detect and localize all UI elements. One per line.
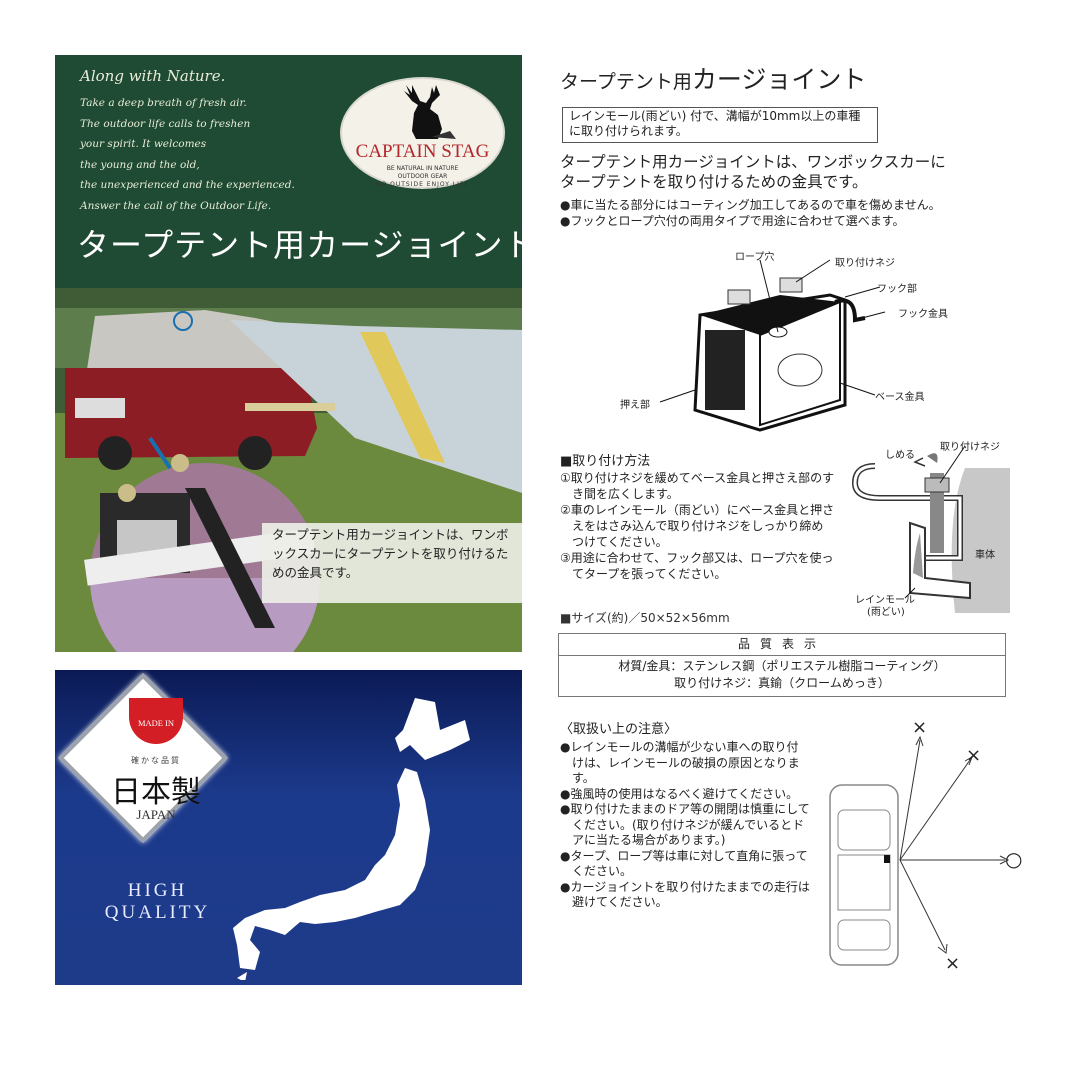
ok-mark: ○ [1005,847,1023,871]
label-rain-gutter: (雨どい) [867,607,905,618]
quality-line: 取り付けネジ：真鍮（クロームめっき） [674,676,890,690]
quality-heading: 品質表示 [559,634,1005,656]
page-title: タープテント用カージョイント [560,60,866,96]
install-step: ①取り付けネジを緩めてベース金具と押さえ部のすき間を広くします。 [560,471,835,501]
intro-line: タープテントを取り付けるための金具です。 [560,173,868,191]
product-diagram: ロープ穴 取り付けネジ フック部 フック金具 ベース金具 押え部 [600,240,980,440]
install-step: ②車のレインモール（雨どい）にベース金具と押さえをはさみ込んで取り付けネジをしっ… [560,503,835,549]
feature-item: ●車に当たる部分にはコーティング加工してあるので車を傷めません。 [560,198,941,212]
caution-item: ●取り付けたままのドア等の開閉は慎重にしてください。(取り付けネジが緩んでいると… [560,802,810,847]
install-heading: ■取り付け方法 [560,454,651,469]
logo-sub: OUTDOOR GEAR [397,173,448,180]
poem-line: Answer the call of the Outdoor Life. [80,199,272,212]
logo-arc-text: GO OUTSIDE ENJOY LIFE [375,181,470,188]
caution-item: ●レインモールの溝幅が少ない車への取り付けは、レインモールの破損の原因となります… [560,740,800,785]
made-in-japan-banner: MADE IN 確かな品質 日本製 JAPAN HIGH QUALITY [55,670,522,985]
feature-item: ●フックとロープ穴付の両用タイプで用途に合わせて選べます。 [560,214,905,228]
caution-heading: 〈取扱い上の注意〉 [560,722,678,737]
ng-mark: × [945,953,961,974]
label-base: ベース金具 [875,392,925,403]
banner-title: タープテント用カージョイント [77,226,522,264]
car-top-view-illustration [829,735,1010,966]
label-rain-mould: レインモール [855,595,915,606]
captain-stag-logo: CAPTAIN STAG BE NATURAL IN NATURE OUTDOO… [340,77,505,189]
label-presser: 押え部 [620,400,650,411]
title-small: タープテント用 [560,71,692,93]
rising-sun-icon [129,698,183,744]
cross-section-illustration [851,445,1010,613]
quality-table: 品質表示 材質/金具：ステンレス鋼（ポリエステル樹脂コーティング） 取り付けネジ… [558,633,1006,697]
intro-text: タープテント用カージョイントは、ワンボックスカーに タープテントを取り付けるため… [560,152,946,192]
car-joint-illustration [659,259,886,432]
install-steps: ①取り付けネジを緩めてベース金具と押さえ部のすき間を広くします。 ②車のレインモ… [560,470,835,582]
logo-sub: BE NATURAL IN NATURE [386,165,459,172]
poem-line: the unexperienced and the experienced. [80,179,295,191]
photo-caption: タープテント用カージョイントは、ワンボックスカーにタープテントを取り付けるための… [262,523,522,603]
poem: Take a deep breath of fresh air. The out… [80,93,295,216]
quality-body: 材質/金具：ステンレス鋼（ポリエステル樹脂コーティング） 取り付けネジ：真鍮（ク… [559,656,1005,692]
high-quality-text: HIGH QUALITY [104,880,211,923]
poem-line: the young and the old, [80,158,200,171]
product-banner: Along with Nature. Take a deep breath of… [55,55,522,652]
japan-map-icon [233,698,470,980]
poem-line: Take a deep breath of fresh air. [80,97,247,109]
product-photo: タープテント用カージョイントは、ワンボックスカーにタープテントを取り付けるための… [55,288,522,652]
ng-mark: × [912,717,928,738]
caution-list: ●レインモールの溝幅が少ない車への取り付けは、レインモールの破損の原因となります… [560,740,810,911]
label-hook: フック部 [877,284,917,295]
title-large: カージョイント [691,65,867,94]
intro-line: タープテント用カージョイントは、ワンボックスカーに [560,153,946,171]
caution-item: ●カージョイントを取り付けたままでの走行は避けてください。 [560,879,810,910]
nihonsei-text: 日本製 [111,775,201,810]
install-step: ③用途に合わせて、フック部又は、ロープ穴を使ってタープを張ってください。 [560,551,834,581]
size-spec: ■サイズ(約)／50×52×56mm [560,611,730,625]
compatibility-notice: レインモール(雨どい) 付で、溝幅が10mm以上の車種に取り付けられます。 [562,107,878,143]
feature-list: ●車に当たる部分にはコーティング加工してあるので車を傷めません。 ●フックとロー… [560,197,941,229]
japan-text: JAPAN [136,807,176,822]
label-rope-hole: ロープ穴 [735,252,775,263]
poem-line: The outdoor life calls to freshen [80,117,251,130]
made-in-text: MADE IN [137,718,175,728]
ng-mark: × [966,745,982,766]
caution-item: ●強風時の使用はなるべく避けてください。 [560,786,799,801]
poem-line: your spirit. It welcomes [80,138,207,150]
label-screw: 取り付けネジ [835,258,895,269]
van-tarp-scene [55,288,522,652]
quality-tagline: 確かな品質 [131,756,181,765]
caution-item: ●タープ、ロープ等は車に対して直角に張ってください。 [560,848,808,879]
stag-icon [404,85,456,139]
tagline: Along with Nature. [80,67,226,85]
logo-name: CAPTAIN STAG [355,141,490,162]
label-screw: 取り付けネジ [940,442,1000,453]
label-car-body: 車体 [975,550,995,561]
label-hook-metal: フック金具 [898,309,948,320]
label-tighten: しめる [885,450,915,461]
car-direction-diagram: × × ○ × [820,715,1030,975]
quality-line: 材質/金具：ステンレス鋼（ポリエステル樹脂コーティング） [618,659,946,673]
install-diagram: しめる 取り付けネジ 車体 レインモール (雨どい) [845,438,1010,618]
